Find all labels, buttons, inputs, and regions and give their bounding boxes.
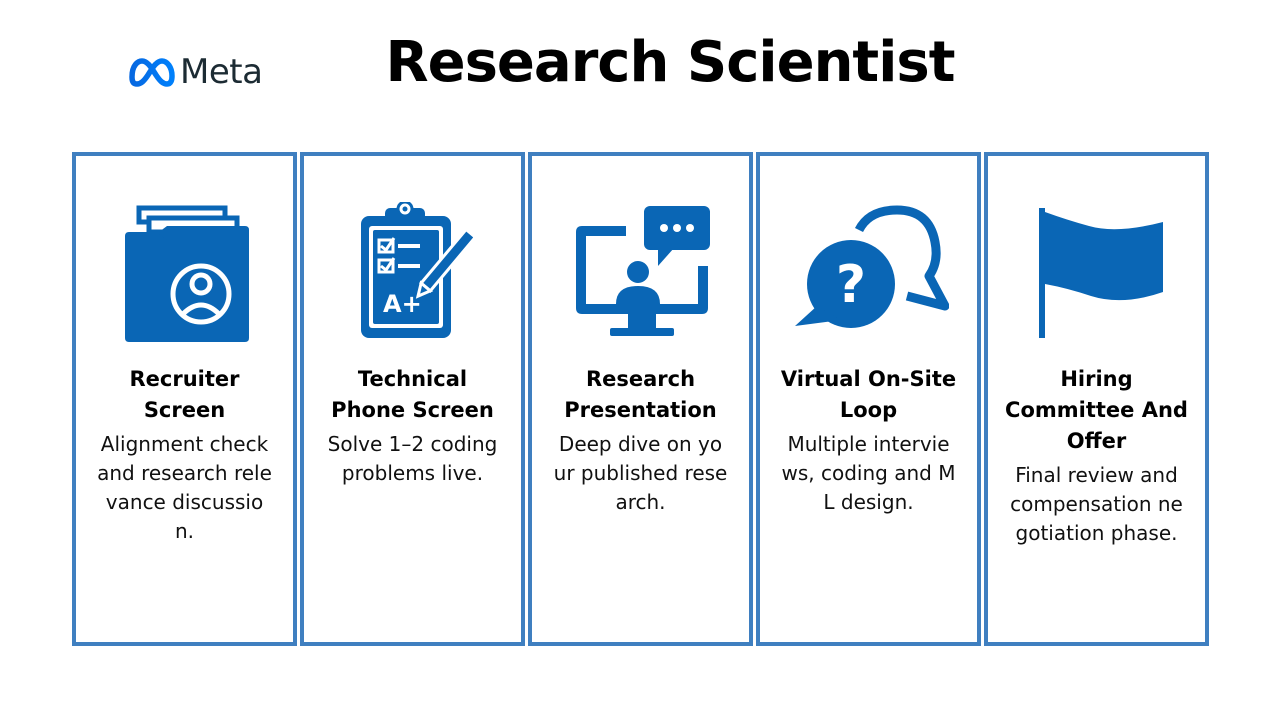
step-card-virtual-on-site-loop: ? Virtual On-Site Loop Multiple intervie… bbox=[756, 152, 981, 646]
meta-logo: Meta bbox=[126, 52, 263, 92]
meta-infinity-icon bbox=[129, 58, 175, 87]
page-title: Research Scientist bbox=[385, 30, 955, 95]
clipboard-checklist-icon: A+ bbox=[360, 202, 473, 338]
question-chat-icon: ? bbox=[794, 205, 949, 328]
step-description: Deep dive on your published research. bbox=[553, 432, 728, 514]
step-title: Technical Phone Screen bbox=[331, 367, 494, 422]
step-card-research-presentation: Research Presentation Deep dive on your … bbox=[528, 152, 753, 646]
step-description: Alignment check and research relevance d… bbox=[97, 432, 272, 543]
flag-icon bbox=[1038, 208, 1163, 338]
step-title: Virtual On-Site Loop bbox=[780, 367, 957, 422]
step-description: Multiple interviews, coding and ML desig… bbox=[781, 432, 956, 514]
step-description: Solve 1–2 coding problems live. bbox=[327, 432, 498, 485]
step-title: Recruiter Screen bbox=[129, 367, 240, 422]
logo-text: Meta bbox=[180, 52, 263, 92]
step-title: Hiring Committee And Offer bbox=[1005, 367, 1188, 453]
step-card-recruiter-screen: Recruiter Screen Alignment check and res… bbox=[72, 152, 297, 646]
step-title: Research Presentation bbox=[564, 367, 717, 422]
process-steps: Recruiter Screen Alignment check and res… bbox=[72, 152, 1209, 646]
step-card-technical-phone-screen: A+ Technical Phone Screen Solve 1–2 codi… bbox=[300, 152, 525, 646]
step-description: Final review and compensation negotiatio… bbox=[1010, 463, 1183, 545]
step-card-hiring-committee-and-offer: Hiring Committee And Offer Final review … bbox=[984, 152, 1209, 646]
svg-text:?: ? bbox=[835, 255, 865, 315]
folder-user-icon bbox=[124, 205, 249, 342]
svg-text:A+: A+ bbox=[383, 290, 422, 318]
presentation-monitor-icon bbox=[575, 206, 710, 336]
